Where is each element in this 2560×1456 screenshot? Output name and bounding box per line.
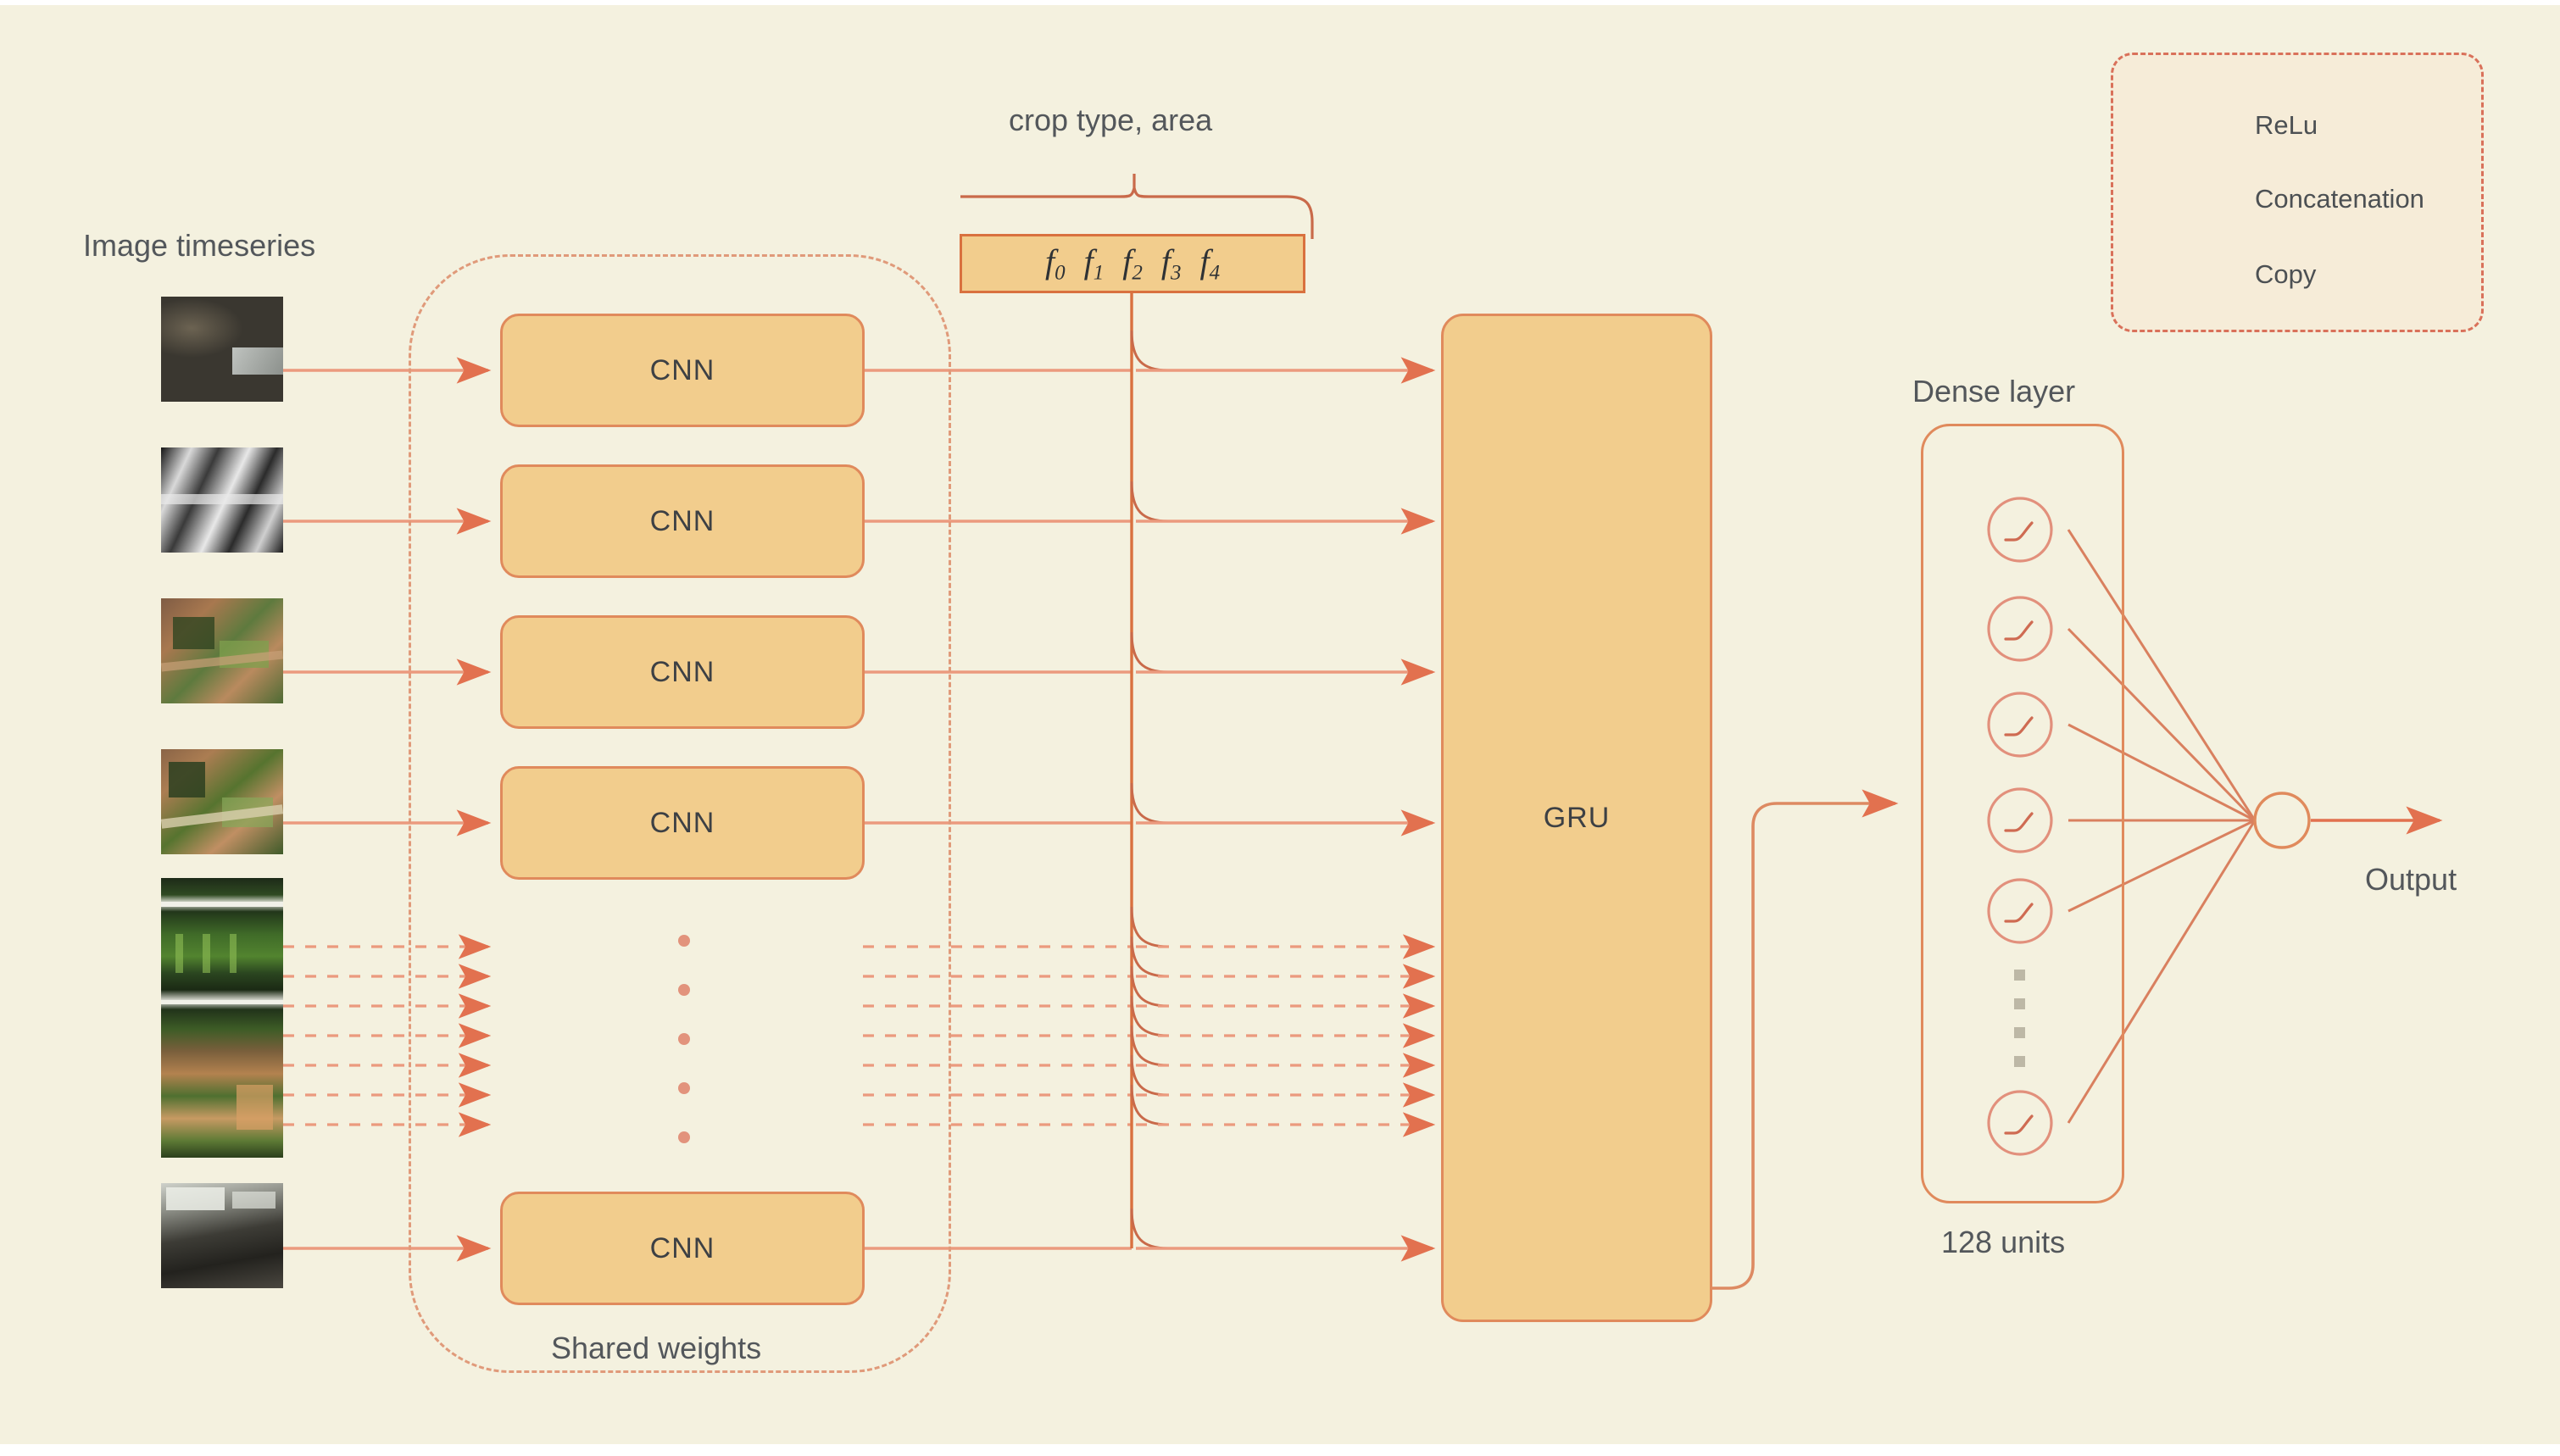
legend-label-concatenation: Concatenation [2255,184,2424,214]
legend-panel [2111,53,2484,332]
cnn-block-label: CNN [649,1231,715,1264]
crop-type-area-label: crop type, area [1009,103,1213,137]
gru-block-label: GRU [1543,801,1611,834]
cnn-block[interactable]: CNN [500,314,865,427]
shared-weights-label: Shared weights [551,1331,762,1365]
dense-node-glyph-layer [2004,521,2034,1135]
dense-layer-container [1921,424,2124,1203]
cnn-block-label: CNN [649,655,715,688]
shared-weights-container [409,254,951,1373]
cnn-block-label: CNN [649,353,715,386]
feature-vector-box[interactable]: f0 f1 f2 f3 f4 [960,234,1305,293]
dense-ellipsis-icon [2014,970,2025,1067]
cnn-block[interactable]: CNN [500,1192,865,1305]
feature-f2: f2 [1122,242,1143,285]
timeseries-thumbnail [161,297,283,402]
cnn-block[interactable]: CNN [500,464,865,578]
output-node [2253,792,2311,849]
cnn-block-label: CNN [649,806,715,839]
image-timeseries-label: Image timeseries [83,228,316,263]
feature-f3: f3 [1160,242,1182,285]
output-label: Output [2365,862,2457,897]
cnn-block-label: CNN [649,504,715,537]
legend-label-relu: ReLu [2255,110,2318,140]
feature-f4: f4 [1199,242,1221,285]
feature-f0: f0 [1044,242,1066,285]
timeseries-thumbnail [161,598,283,703]
dense-layer-label: Dense layer [1912,374,2076,408]
timeseries-thumbnail [161,447,283,553]
feature-f1: f1 [1083,242,1105,285]
legend-label-copy: Copy [2255,259,2317,289]
cnn-block[interactable]: CNN [500,615,865,729]
gru-block[interactable]: GRU [1441,314,1712,1322]
units-label: 128 units [1941,1225,2066,1259]
timeseries-thumbnail [161,1183,283,1288]
timeseries-thumbnail [161,749,283,854]
cnn-ellipsis-icon [678,935,690,1143]
timeseries-thumbnail-stack [161,878,283,1158]
cnn-block[interactable]: CNN [500,766,865,880]
